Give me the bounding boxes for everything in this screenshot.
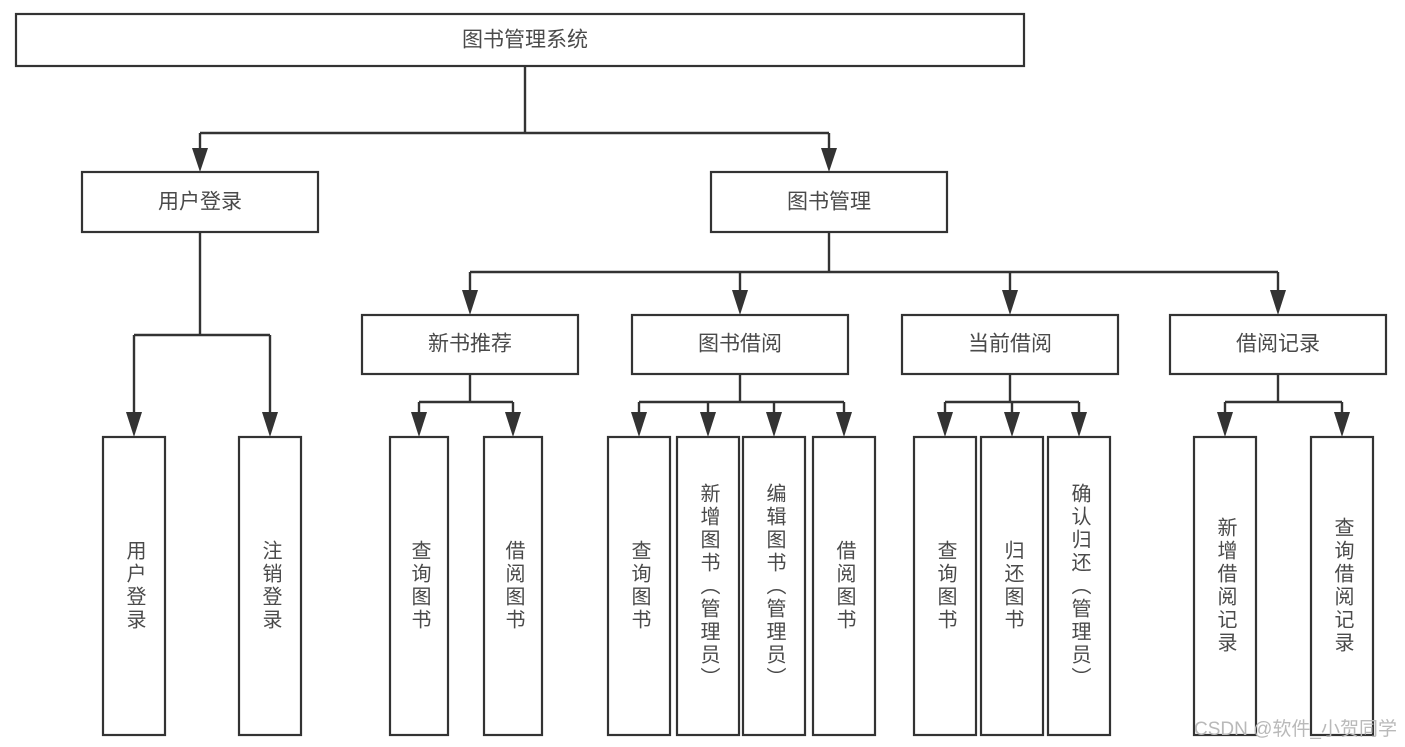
level2-label-1: 图书管理 [787, 191, 871, 214]
leaf-new-book-1[interactable] [388, 435, 450, 737]
node-current-borrow[interactable] [900, 313, 1120, 376]
level3-label-3: 借阅记录 [1236, 333, 1320, 356]
level3-label-0: 新书推荐 [428, 333, 512, 356]
leaf-book-borrow-2[interactable] [675, 435, 741, 737]
arrow-to-borrow-record [1270, 290, 1286, 315]
leaf-current-borrow-1[interactable] [912, 435, 978, 737]
leaf-new-book-2[interactable] [482, 435, 544, 737]
arrow-new-book-leaf-1 [411, 412, 427, 437]
node-user-login[interactable] [80, 170, 320, 234]
connectors-new-book-to-leaves [411, 374, 521, 437]
node-new-book-recommend[interactable] [360, 313, 580, 376]
leaf-current-borrow-3[interactable] [1046, 435, 1112, 737]
leaf-user-login-2[interactable] [237, 435, 303, 737]
connectors-root-to-level2 [192, 66, 837, 172]
arrow-current-borrow-leaf-3 [1071, 412, 1087, 437]
connectors-book-borrow-to-leaves [631, 374, 852, 437]
connectors-book-mgmt-to-level3 [462, 232, 1286, 315]
arrow-new-book-leaf-2 [505, 412, 521, 437]
level3-label-2: 当前借阅 [968, 333, 1052, 356]
connectors-borrow-record-to-leaves [1217, 374, 1350, 437]
level3-label-1: 图书借阅 [698, 333, 782, 356]
arrow-to-new-book [462, 290, 478, 315]
arrow-current-borrow-leaf-1 [937, 412, 953, 437]
arrow-to-book-borrow [732, 290, 748, 315]
leaf-current-borrow-2[interactable] [979, 435, 1045, 737]
arrow-current-borrow-leaf-2 [1004, 412, 1020, 437]
leaf-borrow-record-1[interactable] [1192, 435, 1258, 737]
arrow-to-user-login [192, 148, 208, 172]
node-book-management[interactable] [709, 170, 949, 234]
arrow-borrow-record-leaf-1 [1217, 412, 1233, 437]
arrow-book-borrow-leaf-4 [836, 412, 852, 437]
node-root[interactable] [14, 12, 1026, 68]
leaf-book-borrow-4[interactable] [811, 435, 877, 737]
node-borrow-record[interactable] [1168, 313, 1388, 376]
connectors-user-login-to-leaves [126, 232, 278, 437]
arrow-to-current-borrow [1002, 290, 1018, 315]
leaf-user-login-1[interactable] [101, 435, 167, 737]
leaf-borrow-record-2[interactable] [1309, 435, 1375, 737]
leaf-book-borrow-1[interactable] [606, 435, 672, 737]
arrow-user-login-leaf-2 [262, 412, 278, 437]
arrow-borrow-record-leaf-2 [1334, 412, 1350, 437]
arrow-to-book-mgmt [821, 148, 837, 172]
level2-label-0: 用户登录 [158, 191, 242, 214]
leaf-book-borrow-3[interactable] [741, 435, 807, 737]
arrow-book-borrow-leaf-1 [631, 412, 647, 437]
arrow-book-borrow-leaf-3 [766, 412, 782, 437]
arrow-book-borrow-leaf-2 [700, 412, 716, 437]
node-book-borrow[interactable] [630, 313, 850, 376]
arrow-user-login-leaf-1 [126, 412, 142, 437]
root-label: 图书管理系统 [462, 29, 588, 52]
connectors-current-borrow-to-leaves [937, 374, 1087, 437]
